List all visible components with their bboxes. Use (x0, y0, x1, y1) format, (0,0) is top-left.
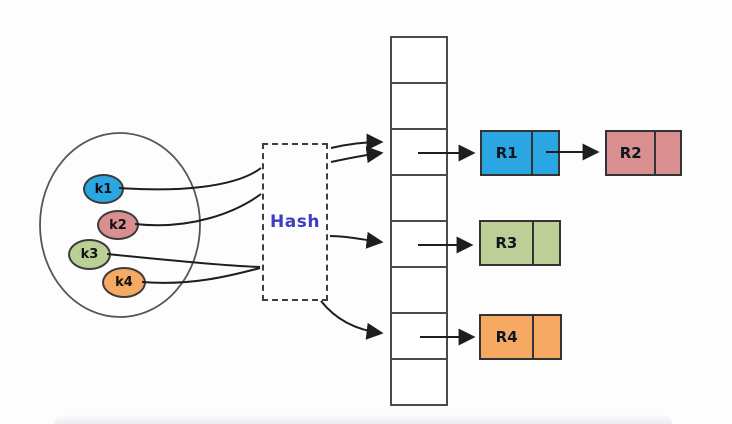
key-k2-label: k2 (109, 217, 127, 233)
hash-function-box: Hash (262, 143, 328, 301)
arrow-hash-to-bucket7 (320, 300, 384, 340)
hash-table-cell-2 (392, 82, 446, 128)
record-R4-pointer-field (534, 316, 560, 358)
key-k3: k3 (68, 239, 111, 270)
hash-table-cell-3 (392, 128, 446, 174)
key-k3-label: k3 (80, 247, 99, 262)
record-R3-data-field: R3 (481, 222, 534, 264)
record-R1-data-field: R1 (482, 132, 534, 174)
arrow-hash-to-bucket5 (329, 231, 384, 249)
key-k2: k2 (97, 210, 139, 240)
record-R1-pointer-field (533, 132, 558, 174)
line-k1-to-hash (118, 167, 262, 191)
hash-table-cell-7 (392, 312, 446, 358)
record-R2-data-field: R2 (607, 132, 657, 174)
line-k3-to-hash (106, 253, 261, 268)
hash-table-array (390, 36, 448, 406)
record-R2: R2 (605, 130, 682, 176)
hash-table-cell-6 (392, 266, 446, 312)
record-R4: R4 (479, 314, 562, 360)
hash-table-cell-1 (392, 38, 446, 82)
record-R3-pointer-field (534, 222, 559, 264)
record-R2-pointer-field (656, 132, 680, 174)
key-k1-label: k1 (94, 181, 113, 197)
line-k4-to-hash (141, 267, 261, 284)
arrow-hash-to-bucket3-a (330, 133, 384, 151)
hash-table-cell-4 (392, 174, 446, 220)
record-R2-label: R2 (619, 144, 642, 162)
video-frame-shade (55, 415, 672, 424)
arrow-hash-to-bucket3-b (330, 146, 384, 164)
record-R1: R1 (480, 130, 560, 176)
hash-table-cell-5 (392, 220, 446, 266)
line-k2-to-hash (134, 193, 262, 227)
hash-function-label: Hash (270, 212, 320, 232)
record-R4-label: R4 (495, 328, 518, 346)
record-R3-label: R3 (495, 234, 518, 252)
key-k4-label: k4 (115, 275, 133, 290)
record-R1-label: R1 (495, 144, 518, 162)
key-k1: k1 (83, 174, 124, 204)
record-R3: R3 (479, 220, 561, 266)
hash-table-cell-8 (392, 358, 446, 404)
key-k4: k4 (102, 267, 146, 298)
record-R4-data-field: R4 (481, 316, 535, 358)
